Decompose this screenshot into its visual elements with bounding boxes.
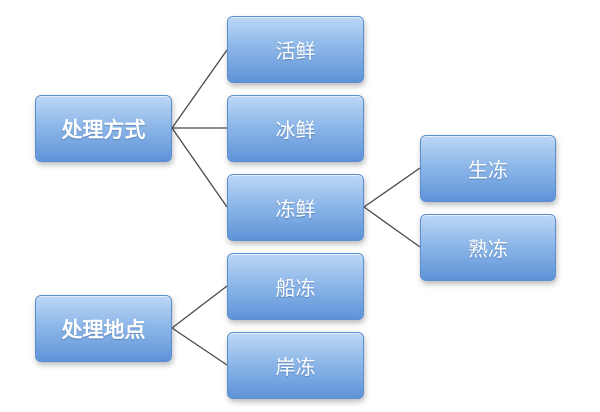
node-cooked-frozen: 熟冻 <box>420 214 556 281</box>
node-label: 活鲜 <box>275 39 316 63</box>
node-processing-method: 处理方式 <box>35 95 172 162</box>
node-label: 船冻 <box>275 276 316 300</box>
node-label: 生冻 <box>468 158 508 182</box>
node-label: 冰鲜 <box>275 118 316 142</box>
node-label: 处理地点 <box>61 317 146 342</box>
connector-root2-an <box>171 327 228 366</box>
node-ice-fresh: 冰鲜 <box>227 95 364 162</box>
node-frozen-fresh: 冻鲜 <box>227 174 364 241</box>
connector-root1-dong <box>171 127 228 208</box>
node-ship-frozen: 船冻 <box>227 253 364 320</box>
node-label: 熟冻 <box>468 237 508 261</box>
node-live-fresh: 活鲜 <box>227 16 364 83</box>
connector-dong-shu <box>363 206 421 248</box>
node-shore-frozen: 岸冻 <box>227 332 364 399</box>
connector-root1-huo <box>171 49 228 129</box>
node-label: 岸冻 <box>275 355 316 379</box>
node-label: 冻鲜 <box>275 197 316 221</box>
node-label: 处理方式 <box>61 117 146 142</box>
node-processing-location: 处理地点 <box>35 295 172 362</box>
connector-dong-sheng <box>363 167 421 208</box>
connector-root2-chuan <box>171 285 228 329</box>
node-raw-frozen: 生冻 <box>420 135 556 202</box>
